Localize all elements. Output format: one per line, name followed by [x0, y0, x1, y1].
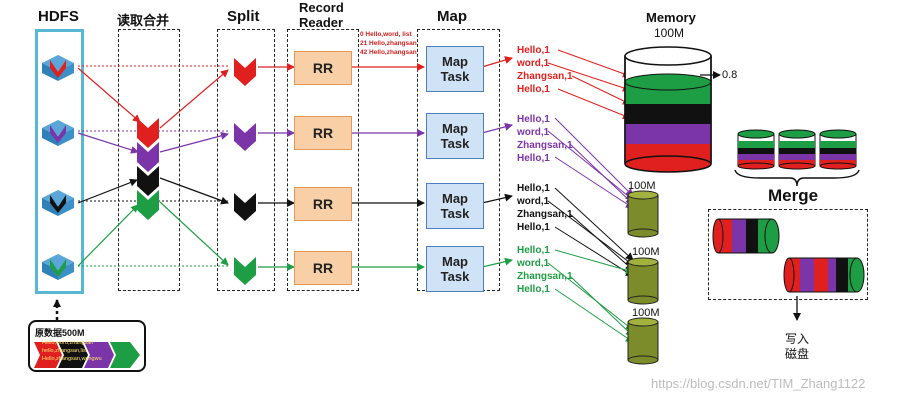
map-task-label-1b: Task	[440, 69, 470, 84]
record-reader-box-4: RR	[294, 251, 352, 285]
record-reader-box-1: RR	[294, 51, 352, 85]
hdfs-block-icon-black	[42, 190, 74, 216]
kv-line: Hello,1	[517, 222, 550, 233]
hdfs-title: HDFS	[38, 8, 79, 25]
split-chevron-green	[234, 257, 256, 285]
kv-group-green: Hello,1 word,1 Zhangsan,1 Hello,1	[517, 244, 573, 296]
spill-disk-1	[627, 190, 659, 238]
hdfs-block-icon-green	[42, 254, 74, 280]
record-reader-box-3: RR	[294, 187, 352, 221]
kv-line: Hello,1	[517, 284, 550, 295]
record-line-2: 21 Hello,zhangsan	[360, 40, 417, 47]
hdfs-column	[35, 29, 84, 294]
source-data-arrow	[34, 342, 140, 368]
map-title: Map	[437, 8, 467, 25]
memory-threshold-label: 0.8	[722, 69, 738, 81]
merge-box	[708, 209, 868, 300]
source-line-2: hello,zhangsan,lisi	[42, 348, 87, 354]
record-reader-column	[287, 29, 359, 291]
hdfs-block-icon-red	[42, 55, 74, 81]
merge-cylinder-bottom	[783, 257, 865, 293]
read-merge-title: 读取合并	[117, 13, 170, 28]
split-chevron-purple	[234, 123, 256, 151]
kv-line: Zhangsan,1	[517, 71, 573, 82]
disk-label-1: 100M	[628, 180, 656, 192]
kv-line: Zhangsan,1	[517, 140, 573, 151]
kv-line: Hello,1	[517, 245, 550, 256]
kv-line: word,1	[517, 58, 550, 69]
spill-disk-3	[627, 317, 659, 365]
spill-disk-2	[627, 257, 659, 305]
split-title: Split	[227, 8, 260, 25]
small-memory-cylinder-1	[737, 129, 775, 170]
kv-line: Hello,1	[517, 114, 550, 125]
map-task-label-4a: Map	[441, 254, 468, 269]
source-line-1: Hello,word,zhangsan	[42, 340, 94, 346]
small-memory-cylinder-3	[819, 129, 857, 170]
record-reader-box-2: RR	[294, 116, 352, 150]
kv-line: word,1	[517, 127, 550, 138]
write-disk-label-1: 写入	[785, 332, 810, 346]
split-chevron-red	[234, 58, 256, 86]
kv-line: Zhangsan,1	[517, 271, 573, 282]
map-task-label-4b: Task	[440, 269, 470, 284]
memory-title: Memory	[646, 10, 696, 25]
source-data-label: 原数据500M	[35, 328, 85, 338]
small-memory-cylinder-2	[778, 129, 816, 170]
disk-label-3: 100M	[632, 307, 660, 319]
merge-title: Merge	[768, 186, 819, 205]
map-task-label-2a: Map	[441, 121, 468, 136]
kv-line: Hello,1	[517, 183, 550, 194]
merged-chevron-stack	[137, 118, 159, 220]
source-data-box: 原数据500M Hello,word,zhangsan hello,zhangs…	[28, 320, 146, 372]
source-line-3: Hello,zhangsan,wangwu	[42, 356, 102, 362]
hdfs-block-icon-purple	[42, 120, 74, 146]
record-reader-title-1: Record	[299, 0, 344, 15]
map-task-label-2b: Task	[440, 136, 470, 151]
kv-line: word,1	[517, 196, 550, 207]
kv-line: Zhangsan,1	[517, 209, 573, 220]
write-disk-label-2: 磁盘	[785, 347, 810, 361]
merge-cylinder-top	[712, 218, 780, 254]
kv-line: Hello,1	[517, 153, 550, 164]
kv-group-red: Hello,1 word,1 Zhangsan,1 Hello,1	[517, 44, 573, 96]
map-task-label-3b: Task	[440, 206, 470, 221]
disk-label-2: 100M	[632, 246, 660, 258]
kv-group-black: Hello,1 word,1 Zhangsan,1 Hello,1	[517, 182, 573, 234]
merge-brace	[734, 169, 860, 187]
map-task-label-3a: Map	[441, 191, 468, 206]
kv-group-purple: Hello,1 word,1 Zhangsan,1 Hello,1	[517, 113, 573, 165]
split-column	[217, 29, 275, 291]
memory-size-label: 100M	[654, 26, 685, 40]
record-line-3: 42 Hello,zhangsan	[360, 49, 417, 56]
record-reader-title-2: Reader	[299, 15, 344, 30]
record-line-1: 0 Hello,word, list	[360, 31, 412, 38]
watermark: https://blog.csdn.net/TIM_Zhang1122	[651, 376, 866, 391]
kv-line: Hello,1	[517, 45, 550, 56]
memory-buffer-cylinder	[624, 46, 712, 173]
kv-line: word,1	[517, 258, 550, 269]
map-task-label-1a: Map	[441, 54, 468, 69]
split-chevron-black	[234, 193, 256, 221]
kv-line: Hello,1	[517, 84, 550, 95]
read-merge-column	[118, 29, 180, 291]
